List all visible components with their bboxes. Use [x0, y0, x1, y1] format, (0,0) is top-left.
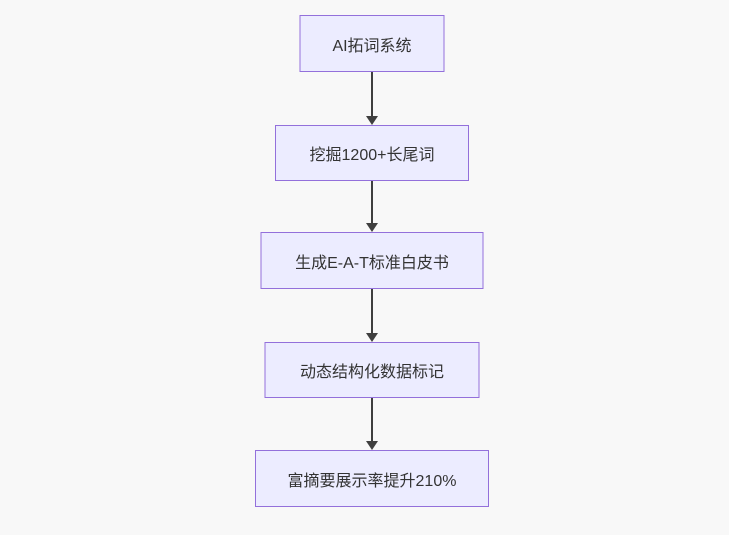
flowchart-node-ai-keyword-system: AI拓词系统 — [299, 15, 445, 72]
node-label: 生成E-A-T标准白皮书 — [295, 254, 449, 272]
flow-arrow-2 — [366, 181, 378, 232]
flowchart-node-eat-whitepaper: 生成E-A-T标准白皮书 — [260, 232, 484, 289]
node-label: 动态结构化数据标记 — [299, 364, 444, 381]
node-label: AI拓词系统 — [332, 37, 412, 55]
node-label: 挖掘1200+长尾词 — [309, 147, 435, 164]
flow-arrow-1 — [366, 72, 378, 125]
node-label: 富摘要展示率提升210% — [287, 472, 457, 490]
flowchart-node-rich-snippet-result: 富摘要展示率提升210% — [255, 450, 489, 507]
flow-arrow-4 — [366, 398, 378, 450]
flow-arrow-3 — [366, 289, 378, 342]
flowchart-node-structured-data-markup: 动态结构化数据标记 — [264, 342, 480, 398]
flowchart-node-longtail-mining: 挖掘1200+长尾词 — [275, 125, 469, 181]
